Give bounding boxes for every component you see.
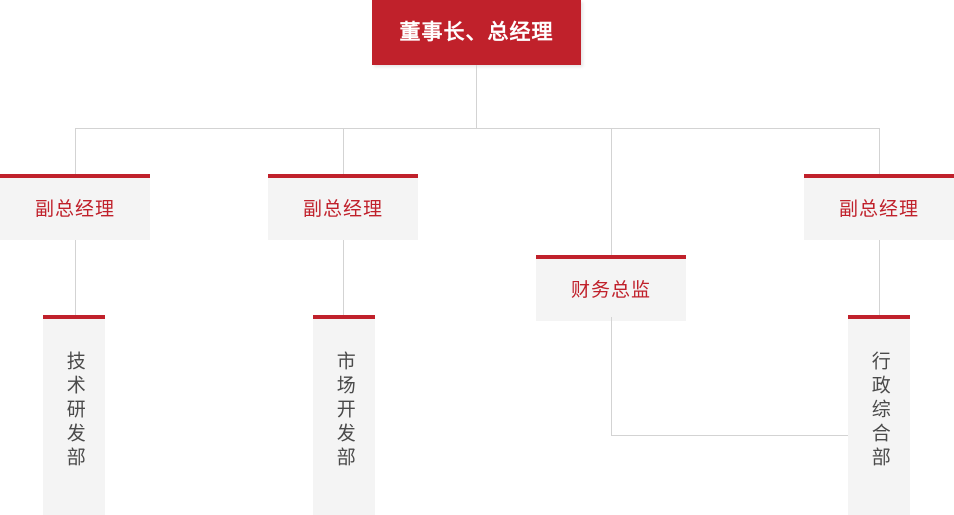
connector-vice-gm-1-to-rd-dept [75, 240, 76, 315]
connector-vice-gm-3-to-admin-dept [879, 240, 880, 315]
connector-horizontal-bus [75, 128, 880, 129]
connector-finance-director-to-admin-dept [611, 435, 850, 436]
node-label: 技术研发部 [63, 351, 85, 471]
node-rd-department[interactable]: 技术研发部 [43, 315, 105, 515]
node-label: 行政综合部 [868, 351, 890, 471]
node-label: 副总经理 [34, 198, 115, 220]
connector-bus-to-vice-gm-1 [75, 128, 76, 174]
node-vice-general-manager-2[interactable]: 副总经理 [268, 174, 418, 240]
connector-vice-gm-2-to-market-dept [343, 240, 344, 315]
node-administration-department[interactable]: 行政综合部 [848, 315, 910, 515]
connector-finance-director-stem [611, 317, 612, 435]
node-vice-general-manager-3[interactable]: 副总经理 [804, 174, 954, 240]
node-label: 市场开发部 [333, 351, 355, 471]
connector-bus-to-finance-director [611, 128, 612, 255]
connector-root-stem [476, 65, 477, 128]
node-label: 董事长、总经理 [399, 21, 554, 44]
connector-bus-to-vice-gm-2 [343, 128, 344, 174]
node-label: 财务总监 [570, 279, 651, 301]
node-chairman-general-manager[interactable]: 董事长、总经理 [372, 0, 581, 65]
node-vice-general-manager-1[interactable]: 副总经理 [0, 174, 150, 240]
node-label: 副总经理 [838, 198, 919, 220]
node-finance-director[interactable]: 财务总监 [536, 255, 686, 321]
node-market-development-department[interactable]: 市场开发部 [313, 315, 375, 515]
connector-bus-to-vice-gm-3 [879, 128, 880, 174]
node-label: 副总经理 [302, 198, 383, 220]
